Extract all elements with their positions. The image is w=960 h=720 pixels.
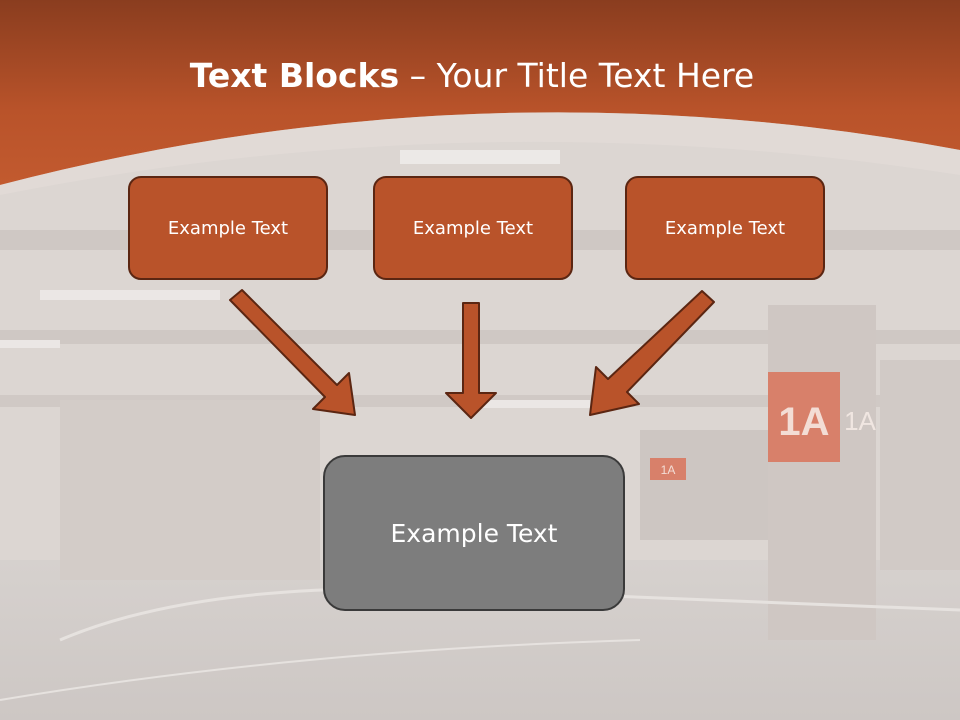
- arrow-left: [229, 289, 356, 416]
- text-block-3-label: Example Text: [664, 217, 786, 239]
- slide-title: Text Blocks – Your Title Text Here: [0, 52, 944, 100]
- arrow-right: [589, 290, 715, 416]
- text-block-1-label: Example Text: [167, 217, 289, 239]
- text-block-2[interactable]: Example Text: [373, 176, 573, 280]
- target-block[interactable]: Example Text: [323, 455, 625, 611]
- svg-text:1A: 1A: [778, 400, 829, 444]
- arrow-center: [445, 302, 497, 419]
- target-block-label: Example Text: [390, 518, 558, 548]
- svg-text:1A: 1A: [661, 463, 676, 477]
- text-block-1[interactable]: Example Text: [128, 176, 328, 280]
- title-rest: – Your Title Text Here: [399, 56, 755, 95]
- svg-text:1A: 1A: [844, 406, 876, 436]
- text-block-3[interactable]: Example Text: [625, 176, 825, 280]
- title-bold: Text Blocks: [189, 56, 400, 95]
- text-block-2-label: Example Text: [412, 217, 534, 239]
